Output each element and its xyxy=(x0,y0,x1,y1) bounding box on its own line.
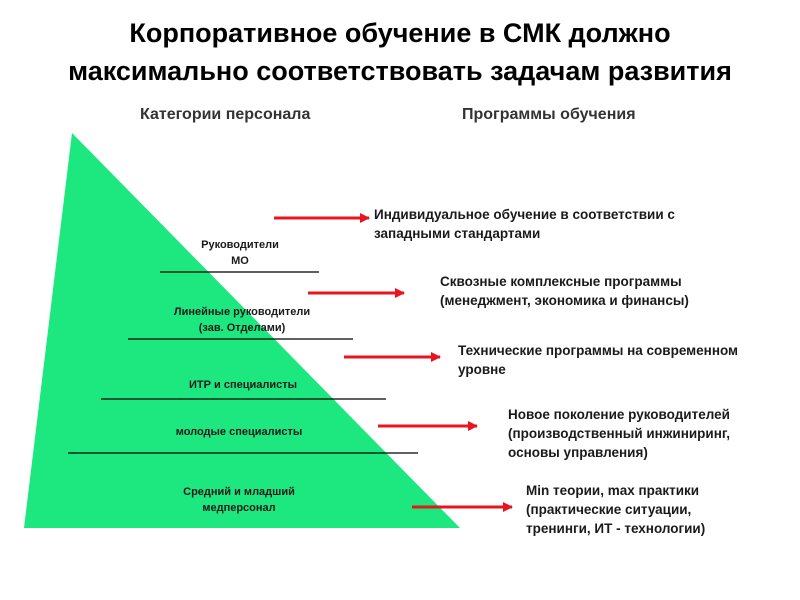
program-label: Новое поколение руководителей xyxy=(508,407,730,422)
categories-header: Категории персонала xyxy=(140,106,311,123)
program-technical: Технические программы на современном уро… xyxy=(458,341,738,379)
program-label: (производственный инжиниринг, xyxy=(508,426,731,441)
category-label: Средний и младший xyxy=(183,486,295,498)
program-practice: Min теории, max практики (практические с… xyxy=(526,481,705,538)
category-engineers: ИТР и специалисты xyxy=(100,377,386,393)
program-individual-training: Индивидуальное обучение в соответствии с… xyxy=(374,205,675,243)
category-managers: Руководители МО xyxy=(160,237,320,269)
program-label: (практические ситуации, xyxy=(526,502,692,517)
slide-title: Корпоративное обучение в СМК должно макс… xyxy=(0,14,800,90)
program-label: уровне xyxy=(458,362,506,377)
category-medical-staff: Средний и младший медперсонал xyxy=(80,484,398,516)
category-label: молодые специалисты xyxy=(175,426,303,438)
category-label: Линейные руководители xyxy=(173,306,311,318)
category-label: Руководители xyxy=(201,239,279,251)
category-label: ИТР и специалисты xyxy=(188,379,297,391)
pyramid-triangle xyxy=(24,133,460,528)
program-comprehensive: Сквозные комплексные программы (менеджме… xyxy=(440,272,689,310)
program-label: основы управления) xyxy=(508,445,648,460)
program-label: западными стандартами xyxy=(374,226,541,241)
category-label: МО xyxy=(231,255,249,267)
program-label: Индивидуальное обучение в соответствии с xyxy=(374,207,675,222)
category-young-specialists: молодые специалисты xyxy=(80,424,398,440)
program-label: Сквозные комплексные программы xyxy=(440,274,682,289)
program-label: (менеджмент, экономика и финансы) xyxy=(440,293,689,308)
program-label: тренинги, ИТ - технологии) xyxy=(526,521,706,536)
category-line-managers: Линейные руководители (зав. Отделами) xyxy=(130,304,354,336)
program-label: Технические программы на современном xyxy=(458,343,739,358)
category-label: (зав. Отделами) xyxy=(198,322,286,334)
program-new-generation: Новое поколение руководителей (производс… xyxy=(508,405,730,462)
title-line-1: Корпоративное обучение в СМК должно xyxy=(129,18,671,48)
title-line-2: максимально соответствовать задачам разв… xyxy=(68,56,732,86)
category-label: медперсонал xyxy=(202,502,276,514)
programs-header: Программы обучения xyxy=(462,106,636,123)
program-label: Min теории, max практики xyxy=(526,483,700,498)
